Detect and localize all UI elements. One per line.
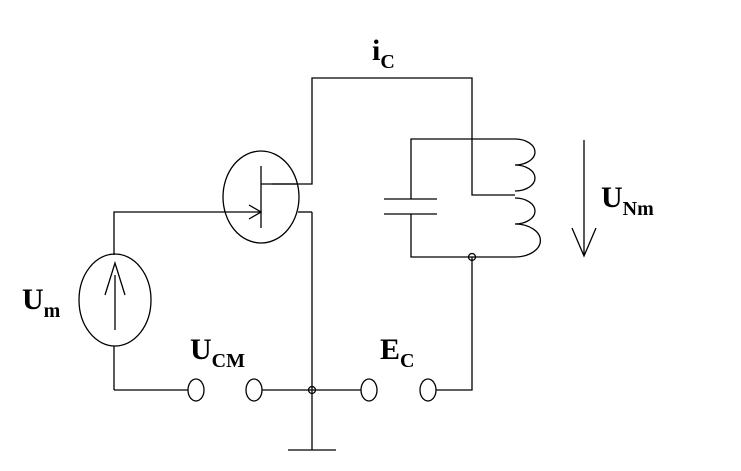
- ucm-terminal-right: [245, 378, 263, 402]
- ground-junction-node: [307, 385, 317, 395]
- ec-terminal-right: [419, 378, 437, 402]
- voltage-label-unm: UNm: [601, 181, 654, 220]
- base-wire: [113, 211, 261, 255]
- source-label-um: Um: [22, 283, 61, 322]
- tank-top-wire: [410, 138, 515, 199]
- source-arrow-icon: [104, 260, 126, 330]
- inductor-coil: [514, 138, 541, 258]
- ucm-terminal-left: [187, 378, 205, 402]
- bias-label-ucm: UCM: [190, 333, 245, 372]
- voltage-arrow-icon: [571, 140, 597, 258]
- collector-wire: [272, 77, 515, 196]
- ec-terminal-left: [360, 378, 378, 402]
- supply-label-ec: EC: [380, 333, 414, 372]
- signal-source: [78, 253, 152, 347]
- supply-return-wire: [436, 257, 473, 391]
- current-label-ic: iC: [372, 34, 395, 73]
- tank-bottom-wire: [410, 214, 515, 258]
- transistor-body: [222, 150, 300, 244]
- base-arrow-icon: [248, 204, 263, 220]
